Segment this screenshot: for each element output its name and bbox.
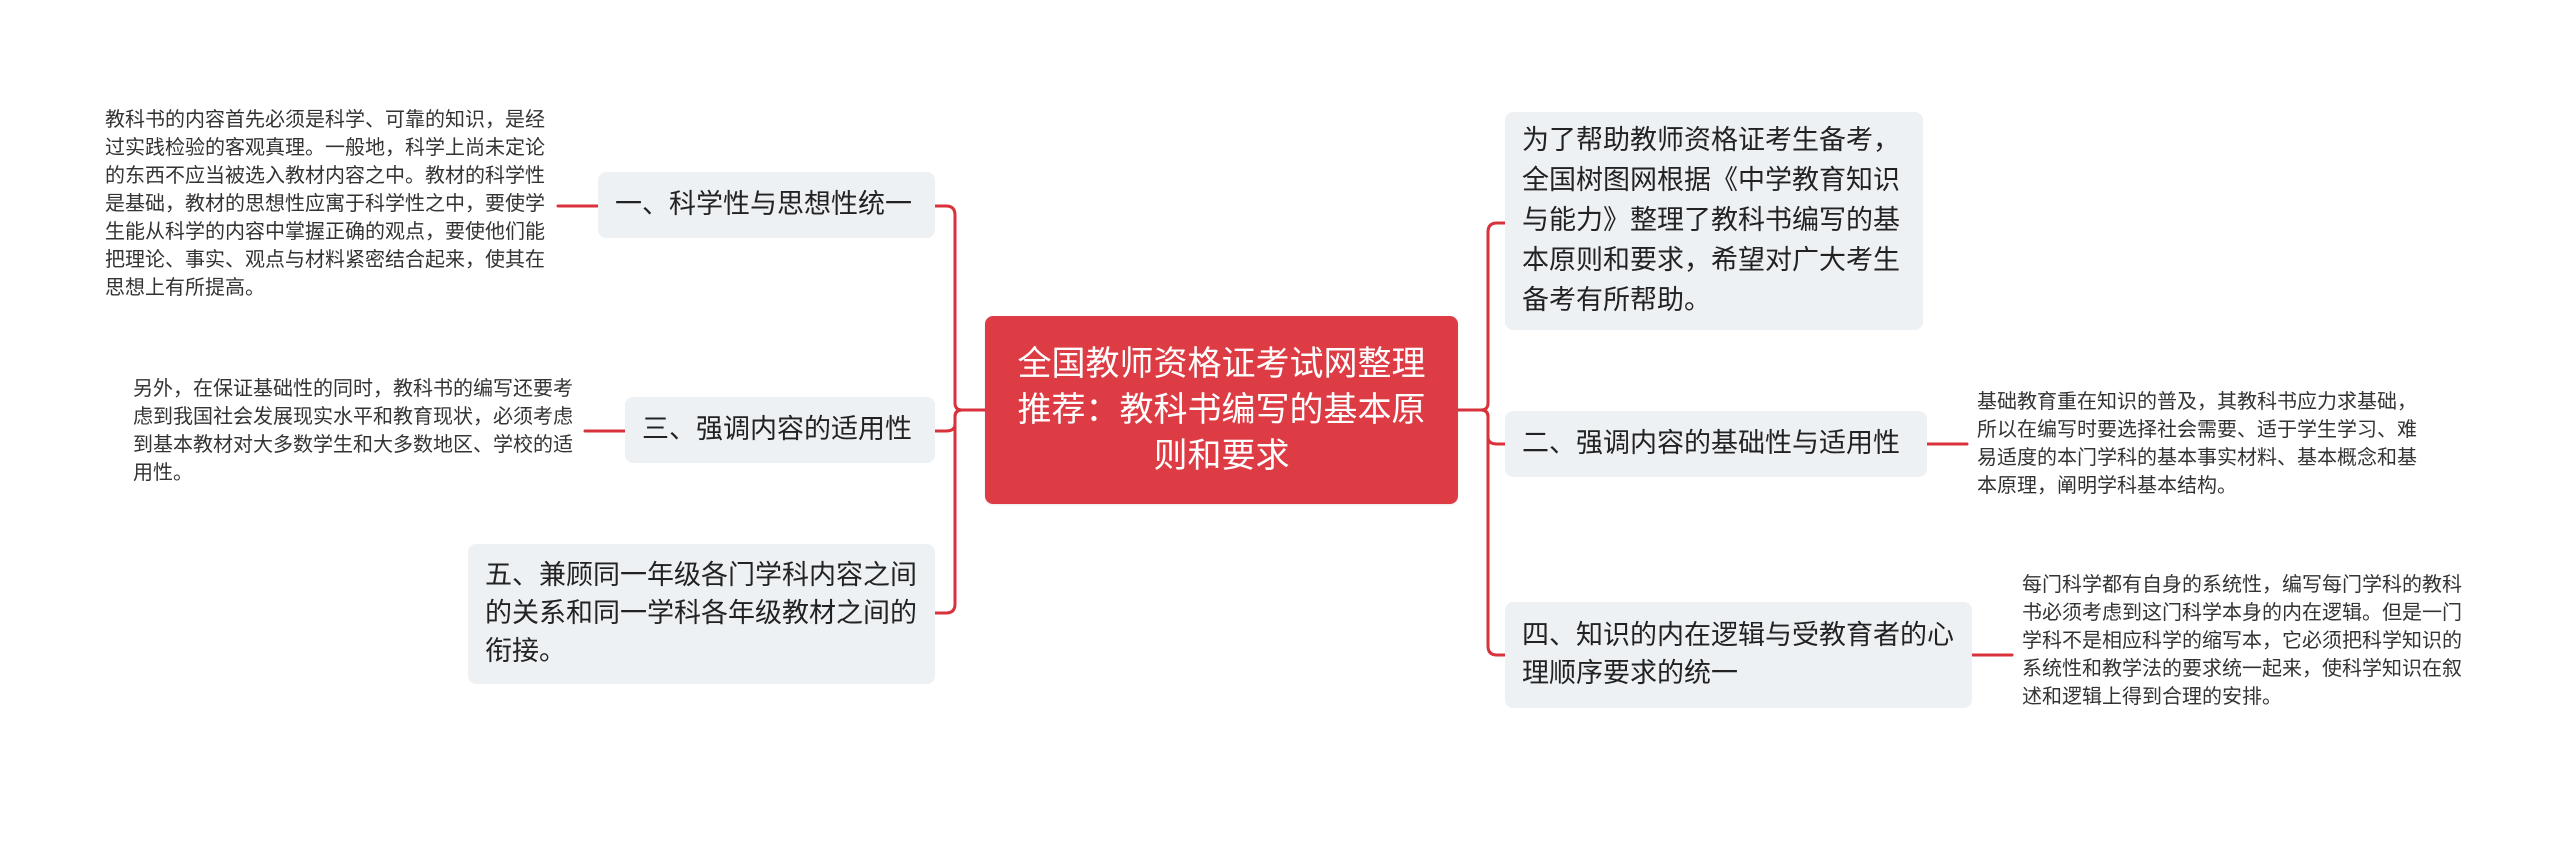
branch-right-4-label: 四、知识的内在逻辑与受教育者的心理顺序要求的统一: [1522, 620, 1954, 689]
connector-root-left-1: [933, 204, 987, 412]
branch-left-5-label: 五、兼顾同一年级各门学科内容之间的关系和同一学科各年级教材之间的衔接。: [485, 560, 917, 667]
connector-root-right-intro: [1456, 221, 1507, 412]
leaf-right-4: 每门科学都有自身的系统性，编写每门学科的教科书必须考虑到这门科学本身的内在逻辑。…: [2022, 570, 2472, 750]
leaf-left-3-text: 另外，在保证基础性的同时，教科书的编写还要考虑到我国社会发展现实水平和教育现状，…: [133, 376, 573, 484]
leaf-right-2: 基础教育重在知识的普及，其教科书应力求基础，所以在编写时要选择社会需要、适于学生…: [1977, 387, 2417, 507]
leaf-right-4-text: 每门科学都有自身的系统性，编写每门学科的教科书必须考虑到这门科学本身的内在逻辑。…: [2022, 572, 2462, 708]
root-topic[interactable]: 全国教师资格证考试网整理推荐：教科书编写的基本原则和要求: [985, 316, 1458, 504]
branch-left-3-label: 三、强调内容的适用性: [642, 414, 912, 445]
branch-left-3[interactable]: 三、强调内容的适用性: [625, 397, 935, 463]
branch-left-5[interactable]: 五、兼顾同一年级各门学科内容之间的关系和同一学科各年级教材之间的衔接。: [468, 544, 935, 684]
branch-right-2[interactable]: 二、强调内容的基础性与适用性: [1505, 411, 1927, 477]
leaf-left-3: 另外，在保证基础性的同时，教科书的编写还要考虑到我国社会发展现实水平和教育现状，…: [133, 374, 580, 494]
root-topic-text: 全国教师资格证考试网整理推荐：教科书编写的基本原则和要求: [1017, 344, 1426, 476]
leaf-left-1: 教科书的内容首先必须是科学、可靠的知识，是经过实践检验的客观真理。一般地，科学上…: [105, 105, 553, 305]
branch-right-intro-label: 为了帮助教师资格证考生备考，全国树图网根据《中学教育知识与能力》整理了教科书编写…: [1522, 125, 1900, 316]
connector-root-right-4: [1456, 408, 1507, 657]
branch-right-intro[interactable]: 为了帮助教师资格证考生备考，全国树图网根据《中学教育知识与能力》整理了教科书编写…: [1505, 112, 1923, 330]
connector-root-left-5: [933, 408, 987, 615]
branch-right-2-label: 二、强调内容的基础性与适用性: [1522, 428, 1900, 459]
connector-root-right-2: [1456, 408, 1507, 446]
branch-left-1[interactable]: 一、科学性与思想性统一: [598, 172, 935, 238]
leaf-right-2-text: 基础教育重在知识的普及，其教科书应力求基础，所以在编写时要选择社会需要、适于学生…: [1977, 389, 2417, 497]
branch-left-1-label: 一、科学性与思想性统一: [615, 189, 912, 220]
connector-root-left-3: [933, 408, 987, 433]
branch-right-4[interactable]: 四、知识的内在逻辑与受教育者的心理顺序要求的统一: [1505, 602, 1972, 708]
leaf-left-1-text: 教科书的内容首先必须是科学、可靠的知识，是经过实践检验的客观真理。一般地，科学上…: [105, 107, 545, 299]
